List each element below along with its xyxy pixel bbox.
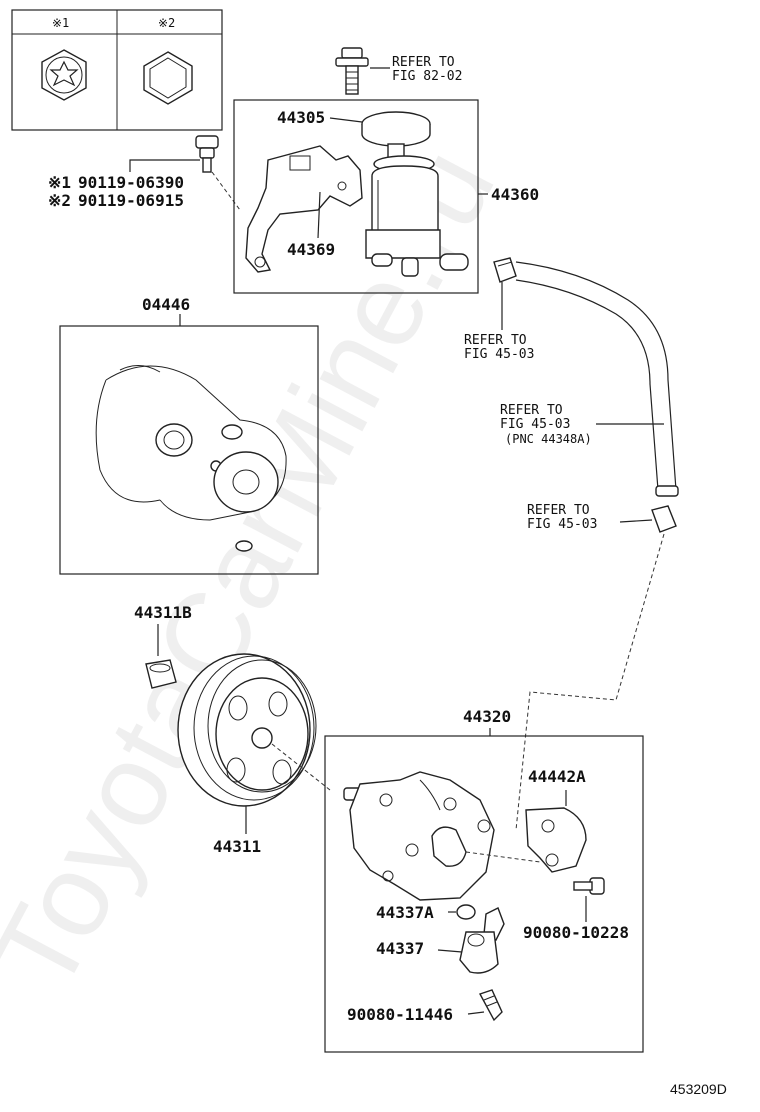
pump-assembly-box <box>324 735 644 1053</box>
label-44360: 44360 <box>491 185 539 204</box>
o-ring-small-3 <box>235 540 253 552</box>
reservoir-tank <box>365 143 469 277</box>
label-44320: 44320 <box>463 707 511 726</box>
refer-45-03-b-line3: (PNC 44348A) <box>505 432 592 446</box>
refer-82-02-line1: REFER TO <box>392 55 455 70</box>
pump-bracket <box>525 807 587 873</box>
union-o-ring <box>456 904 476 920</box>
label-04446: 04446 <box>142 295 190 314</box>
torx-head-icon <box>41 49 87 101</box>
pump-body <box>343 771 495 901</box>
pump-pulley <box>177 653 317 807</box>
suction-union <box>459 907 505 974</box>
label-90080-11446: 90080-11446 <box>347 1005 453 1024</box>
refer-82-02-line2: FIG 82-02 <box>392 69 462 84</box>
reservoir-cap <box>361 111 431 147</box>
union-bolt <box>478 989 503 1022</box>
refer-45-03-b-line2: FIG 45-03 <box>500 417 570 432</box>
label-90080-10228: 90080-10228 <box>523 923 629 942</box>
pump-body-ghost <box>95 365 287 521</box>
label-44369: 44369 <box>287 240 335 259</box>
bolt-mark-2: ※2 <box>48 191 71 210</box>
oil-seal <box>155 423 193 457</box>
alt-bolt <box>195 135 219 173</box>
label-44311B: 44311B <box>134 603 192 622</box>
suction-hose <box>515 261 679 497</box>
pulley-nut <box>145 659 177 689</box>
gasket-large <box>213 451 279 513</box>
legend-col2: ※2 <box>158 16 175 30</box>
refer-45-03-c-line2: FIG 45-03 <box>527 517 597 532</box>
label-44311: 44311 <box>213 837 261 856</box>
refer-45-03-a-line1: REFER TO <box>464 333 527 348</box>
bolt-part-2: 90119-06915 <box>78 191 184 210</box>
legend-col1: ※1 <box>52 16 69 30</box>
refer-45-03-b-line1: REFER TO <box>500 403 563 418</box>
bolt-mark-1: ※1 <box>48 173 71 192</box>
label-44305: 44305 <box>277 108 325 127</box>
refer-45-03-a-line2: FIG 45-03 <box>464 347 534 362</box>
label-44337: 44337 <box>376 939 424 958</box>
bolt-part-1: 90119-06390 <box>78 173 184 192</box>
refer-45-03-c-line1: REFER TO <box>527 503 590 518</box>
bracket-bolt-lower <box>573 877 605 895</box>
reservoir-assembly-box <box>233 99 479 294</box>
gasket-kit-box <box>59 325 319 575</box>
diagram-code: 453209D <box>670 1081 727 1097</box>
bracket-bolt <box>335 47 369 95</box>
label-44442A: 44442A <box>528 767 586 786</box>
fastener-legend: ※1 ※2 <box>11 9 223 131</box>
hose-clamp-lower <box>651 505 677 533</box>
label-44337A: 44337A <box>376 903 434 922</box>
reservoir-bracket <box>245 145 363 273</box>
o-ring-small-1 <box>221 424 243 440</box>
hex-head-icon <box>143 51 193 105</box>
hose-clamp-upper <box>493 257 517 283</box>
